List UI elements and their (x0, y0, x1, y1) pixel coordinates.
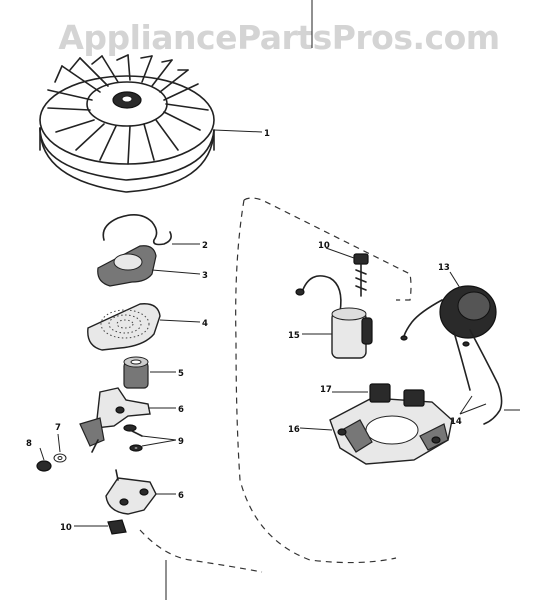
enclosure-dashed-line-bottom (139, 529, 263, 573)
callout-7: 7 (55, 423, 61, 433)
callout-5: 5 (178, 369, 184, 379)
callout-17: 17 (320, 385, 332, 395)
callout-15: 15 (288, 331, 300, 341)
felt-pad-part (107, 519, 127, 535)
screw-parts (123, 424, 143, 452)
contact-bracket-part (79, 417, 105, 453)
gasket-part (87, 303, 161, 351)
callout-10b: 10 (60, 523, 72, 533)
cam-plate-part (105, 469, 157, 515)
callout-10: 10 (318, 241, 330, 251)
breaker-arm-part (95, 387, 151, 429)
callout-13: 13 (438, 263, 450, 273)
breaker-base-part (329, 383, 453, 465)
callout-4: 4 (202, 319, 208, 329)
nut-washer-parts (36, 453, 67, 472)
condenser-screw-part (353, 253, 369, 297)
breaker-plate-part (97, 245, 157, 287)
callout-9: 9 (178, 437, 184, 447)
ignition-coil-part (400, 285, 503, 425)
callout-8: 8 (26, 439, 32, 449)
callout-6b: 6 (178, 491, 184, 501)
bushing-part (123, 356, 149, 389)
callout-16: 16 (288, 425, 300, 435)
callout-2: 2 (202, 241, 208, 251)
callout-1: 1 (264, 129, 270, 139)
flywheel-part (39, 54, 263, 193)
enclosure-dashed-line-left (235, 199, 397, 564)
enclosure-dashed-line (243, 197, 412, 301)
callout-3: 3 (202, 271, 208, 281)
callout-6: 6 (178, 405, 184, 415)
spring-clip-part (102, 214, 172, 246)
callout-14: 14 (450, 417, 462, 427)
condenser-part (295, 275, 373, 359)
